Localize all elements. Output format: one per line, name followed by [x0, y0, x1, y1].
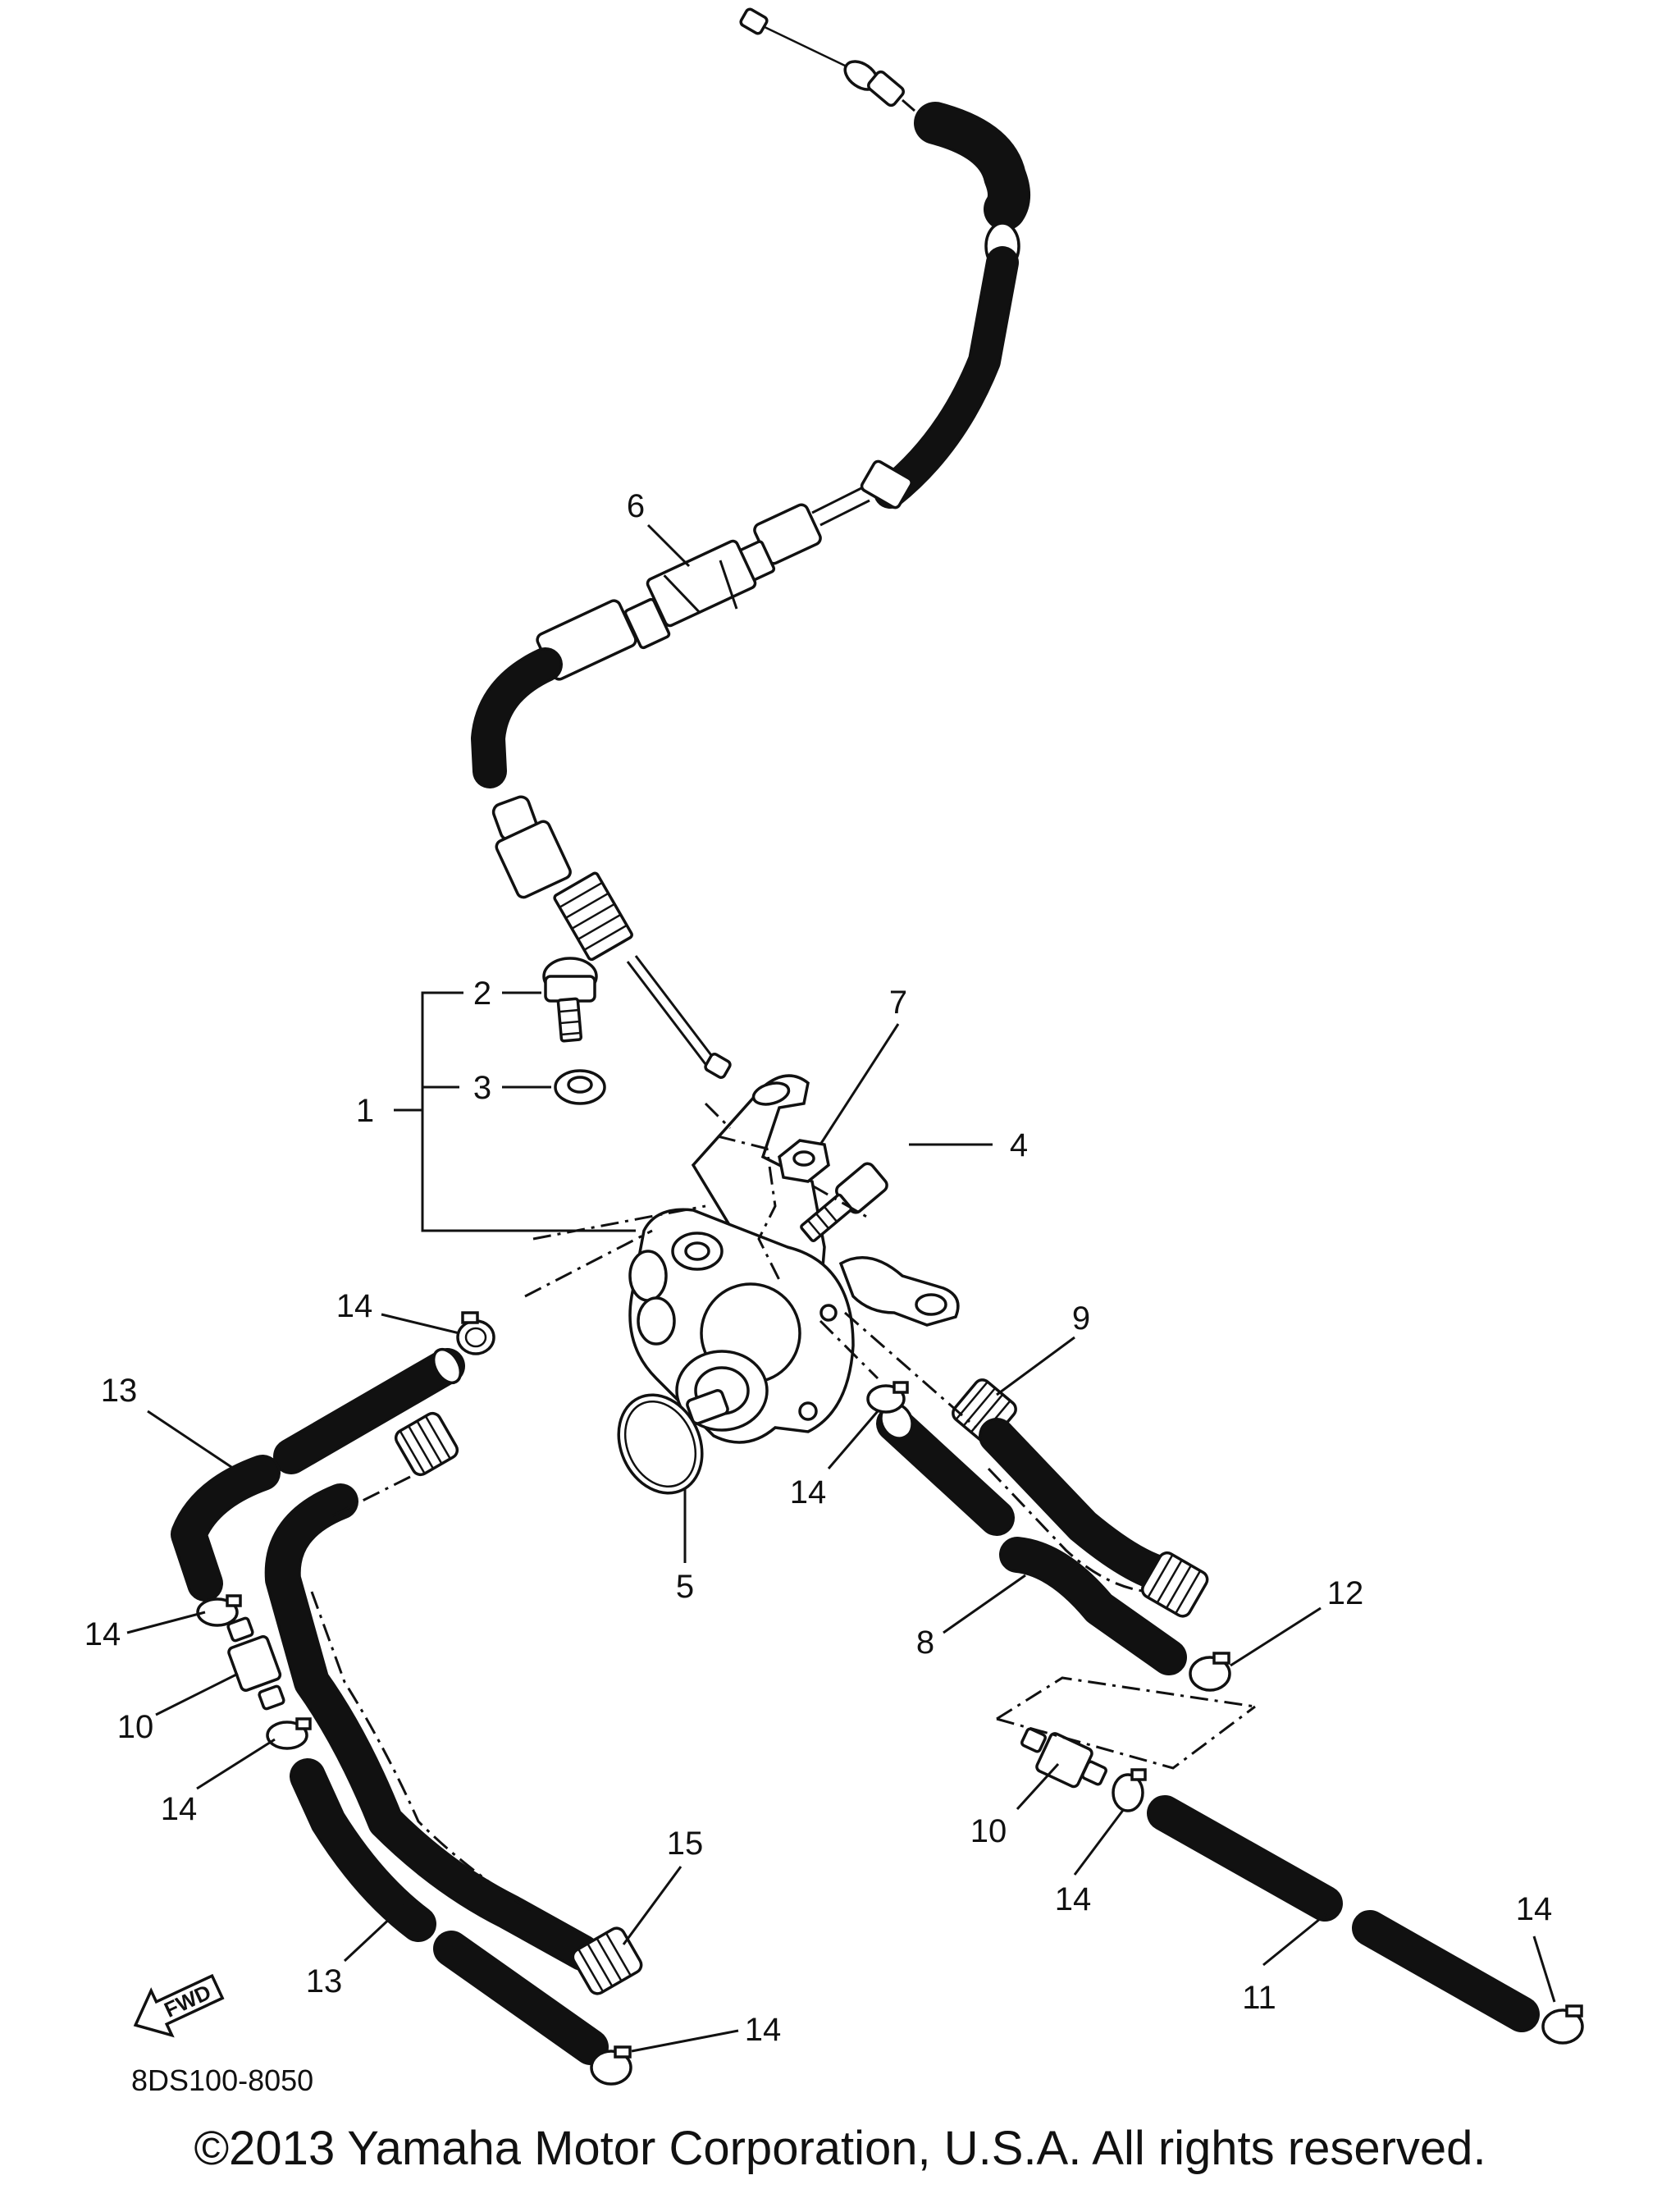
callout-8: 8	[916, 1625, 934, 1661]
callout-1: 1	[356, 1093, 374, 1129]
callout-3: 3	[473, 1070, 491, 1106]
copyright-notice: ©2013 Yamaha Motor Corporation, U.S.A. A…	[194, 2122, 1486, 2175]
callout-14-left-middle: 14	[84, 1616, 121, 1652]
callout-2: 2	[473, 976, 491, 1012]
fwd-arrow: FWD	[133, 1973, 225, 2038]
callout-10-left: 10	[117, 1709, 154, 1745]
callout-15: 15	[667, 1826, 704, 1862]
diagram-code: 8DS100-8050	[131, 2063, 313, 2097]
callout-11: 11	[1242, 1980, 1276, 2016]
callout-7: 7	[889, 985, 907, 1021]
hoses	[171, 1102, 1540, 2065]
callouts: 1 2 3 4 5 6 7 8 9 10 10 11 12 13 13 14 1…	[84, 488, 1553, 2048]
callout-5: 5	[676, 1569, 694, 1605]
clamps	[196, 1311, 1584, 2086]
callout-4: 4	[1010, 1127, 1028, 1163]
callout-14-far-right: 14	[1516, 1891, 1553, 1927]
callout-10-right: 10	[970, 1813, 1007, 1849]
callout-6: 6	[627, 488, 645, 524]
fasteners	[542, 957, 888, 1495]
callout-14-bottom: 14	[745, 2012, 782, 2048]
callout-9: 9	[1072, 1300, 1090, 1337]
callout-13-top: 13	[101, 1373, 138, 1409]
callout-13-bottom: 13	[306, 1963, 343, 1999]
callout-12: 12	[1327, 1575, 1364, 1611]
callout-14-centre: 14	[790, 1474, 827, 1510]
throttle-cable	[471, 7, 1030, 1079]
callout-14-left-lower: 14	[161, 1791, 198, 1827]
leader-lines	[126, 523, 1556, 2053]
callout-14-right-middle: 14	[1055, 1881, 1092, 1917]
oil-pump-assembly	[628, 1074, 960, 1444]
callout-14-top-left: 14	[336, 1288, 373, 1324]
